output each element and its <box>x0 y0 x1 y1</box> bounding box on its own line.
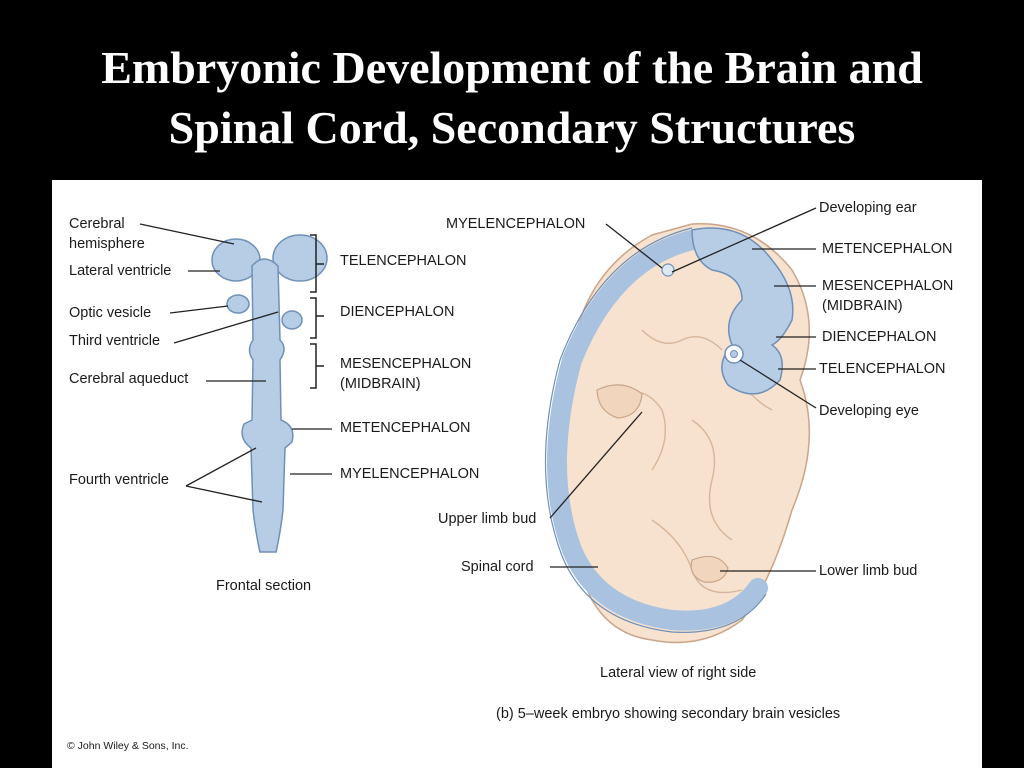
label-embryo-diencephalon: DIENCEPHALON <box>822 329 937 345</box>
label-region-diencephalon: DIENCEPHALON <box>340 304 455 320</box>
frontal-section-drawing <box>211 234 328 553</box>
spinal-cord-shape <box>547 230 768 631</box>
diencephalon-bracket <box>310 297 324 339</box>
label-fourth-ventricle: Fourth ventricle <box>69 472 169 488</box>
label-region-myelencephalon: MYELENCEPHALON <box>340 466 480 482</box>
label-embryo-telencephalon: TELENCEPHALON <box>819 361 946 377</box>
slide-title: Embryonic Development of the Brain and S… <box>0 38 1024 158</box>
label-region-telencephalon: TELENCEPHALON <box>340 253 467 269</box>
mesencephalon-bracket <box>310 343 324 389</box>
label-developing-ear: Developing ear <box>819 200 917 216</box>
label-embryo-metencephalon: METENCEPHALON <box>822 241 953 257</box>
figure-panel: Cerebral hemisphere Lateral ventricle Op… <box>52 180 982 768</box>
region-brackets <box>310 234 324 389</box>
slide-title-line-2: Spinal Cord, Secondary Structures <box>168 102 856 153</box>
neural-tube-shape <box>241 258 294 553</box>
label-lower-limb-bud: Lower limb bud <box>819 563 918 579</box>
upper-limb-bud-shape <box>596 384 643 419</box>
telencephalon-bracket <box>310 234 324 293</box>
slide-title-line-1: Embryonic Development of the Brain and <box>101 42 923 93</box>
spinal-cord-outline <box>544 227 767 633</box>
caption-embryo-figure: (b) 5–week embryo showing secondary brai… <box>496 706 841 722</box>
embryo-lateral-drawing <box>544 222 811 644</box>
lower-limb-bud-shape <box>690 555 729 583</box>
label-cerebral-hemisphere: Cerebral hemisphere <box>69 216 145 252</box>
developing-ear-shape <box>661 263 675 277</box>
right-optic-vesicle-shape <box>281 310 303 330</box>
label-cerebral-aqueduct: Cerebral aqueduct <box>69 371 189 387</box>
developing-eye-lens <box>730 350 738 358</box>
label-upper-limb-bud: Upper limb bud <box>438 511 537 527</box>
left-leader-lines <box>139 223 332 503</box>
label-developing-eye: Developing eye <box>819 403 919 419</box>
caption-frontal-section: Frontal section <box>216 578 312 594</box>
label-region-mesencephalon: MESENCEPHALON (MIDBRAIN) <box>340 356 472 392</box>
caption-lateral-view: Lateral view of right side <box>600 665 757 681</box>
label-spinal-cord: Spinal cord <box>461 559 534 575</box>
label-embryo-myelencephalon: MYELENCEPHALON <box>446 216 586 232</box>
label-region-metencephalon: METENCEPHALON <box>340 420 471 436</box>
brain-vesicle-shape <box>691 227 794 395</box>
anatomy-illustration <box>139 207 817 644</box>
label-optic-vesicle: Optic vesicle <box>69 305 152 321</box>
right-cerebral-hemisphere-shape <box>272 234 328 282</box>
label-third-ventricle: Third ventricle <box>69 333 161 349</box>
left-optic-vesicle-shape <box>226 294 250 314</box>
right-leader-lines <box>549 207 817 572</box>
label-embryo-mesencephalon: MESENCEPHALON (MIDBRAIN) <box>822 278 954 314</box>
copyright-notice: © John Wiley & Sons, Inc. <box>67 740 189 752</box>
label-lateral-ventricle: Lateral ventricle <box>69 263 172 279</box>
